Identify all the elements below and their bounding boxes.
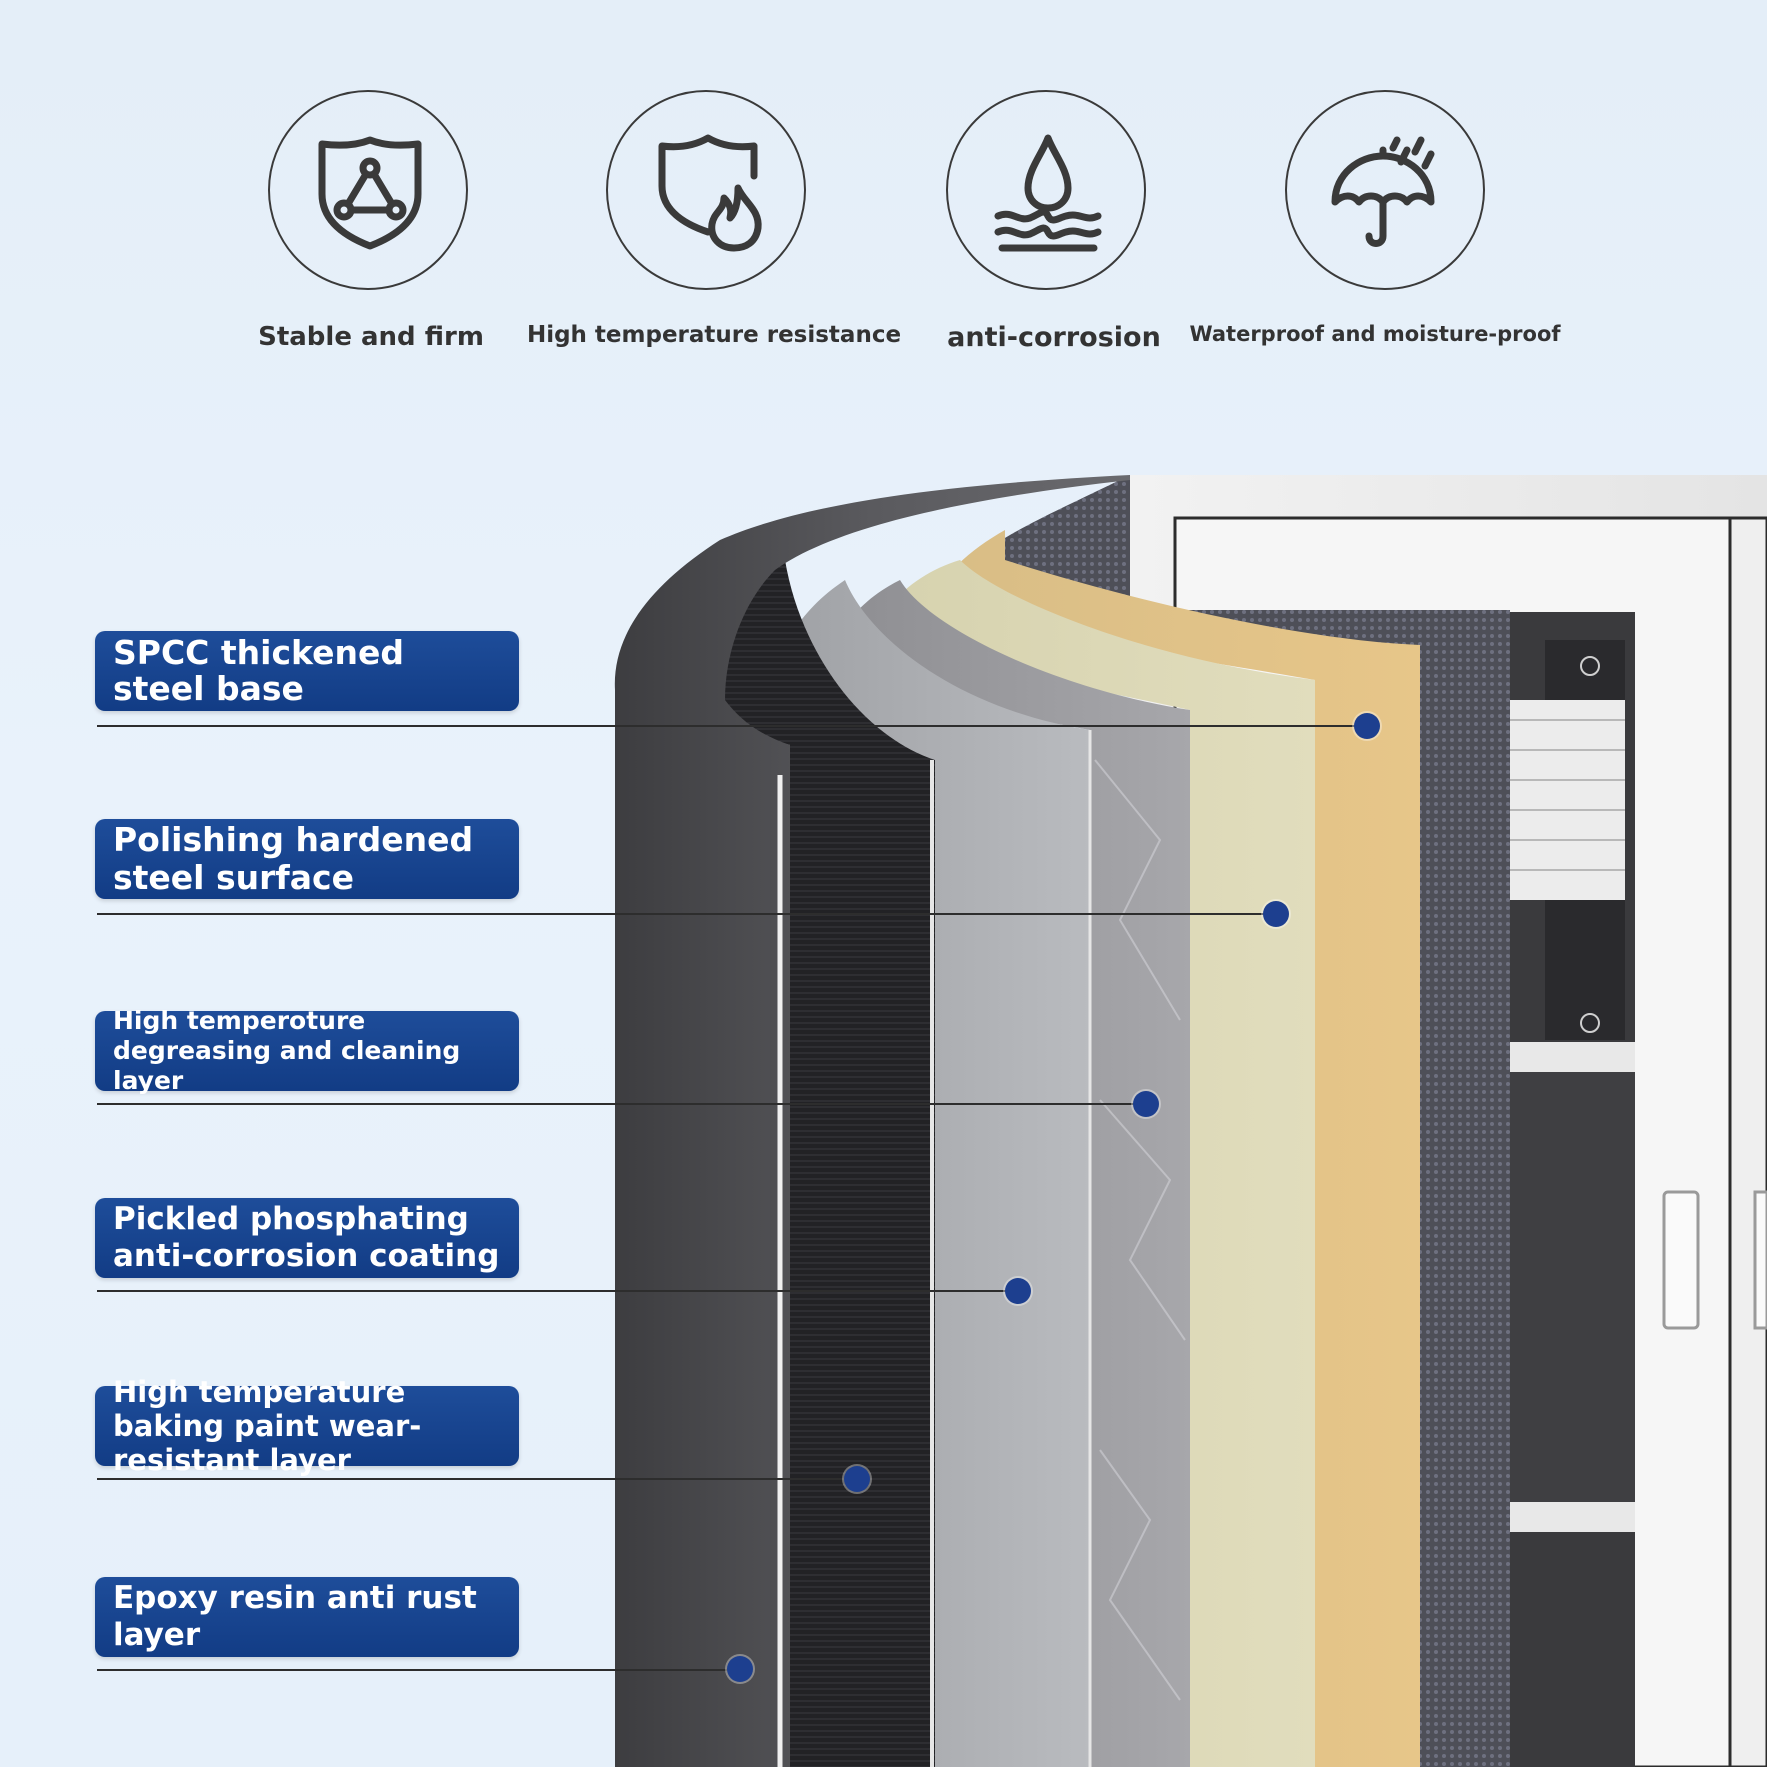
label-baking-paint-layer: High temperature baking paint wear-resis… xyxy=(95,1375,519,1477)
feature-label-stable: Stable and firm xyxy=(258,322,484,352)
leader-line xyxy=(97,1290,1017,1292)
leader-line xyxy=(97,913,1275,915)
leader-line xyxy=(97,725,1367,727)
layer-sheets xyxy=(614,475,1510,1767)
layer-marker-dot xyxy=(1133,1091,1159,1117)
label-text: Pickled phosphating anti-corrosion coati… xyxy=(113,1201,500,1274)
feature-label-waterproof: Waterproof and moisture-proof xyxy=(1189,322,1561,346)
label-text: High temperature baking paint wear-resis… xyxy=(113,1375,422,1477)
label-text: SPCC thickened steel base xyxy=(113,633,404,708)
shield-flame-icon xyxy=(606,90,806,290)
label-degreasing-layer: High temperoture degreasing and cleaning… xyxy=(95,1006,519,1095)
feature-label-high-temp: High temperature resistance xyxy=(526,322,902,348)
leader-line xyxy=(97,1103,1145,1105)
label-spcc-base: SPCC thickened steel base xyxy=(95,631,519,711)
layer-marker-dot xyxy=(1005,1278,1031,1304)
label-polishing-surface: Polishing hardened steel surface xyxy=(95,819,519,899)
leader-line xyxy=(97,1478,857,1480)
layer-marker-dot xyxy=(844,1466,870,1492)
label-text: Epoxy resin anti rust layer xyxy=(113,1580,477,1653)
layer-marker-dot xyxy=(1263,901,1289,927)
water-drop-icon xyxy=(946,90,1146,290)
label-phosphating-coating: Pickled phosphating anti-corrosion coati… xyxy=(95,1198,519,1278)
label-text: High temperoture degreasing and cleaning… xyxy=(113,1006,461,1095)
layer-marker-dot xyxy=(727,1656,753,1682)
feature-label-anti-corrosion: anti-corrosion xyxy=(947,322,1161,353)
label-text: Polishing hardened steel surface xyxy=(113,820,474,897)
leader-line xyxy=(97,1669,737,1671)
umbrella-rain-icon xyxy=(1285,90,1485,290)
label-epoxy-resin-layer: Epoxy resin anti rust layer xyxy=(95,1577,519,1657)
layer-marker-dot xyxy=(1354,713,1380,739)
shield-triangle-icon xyxy=(268,90,468,290)
